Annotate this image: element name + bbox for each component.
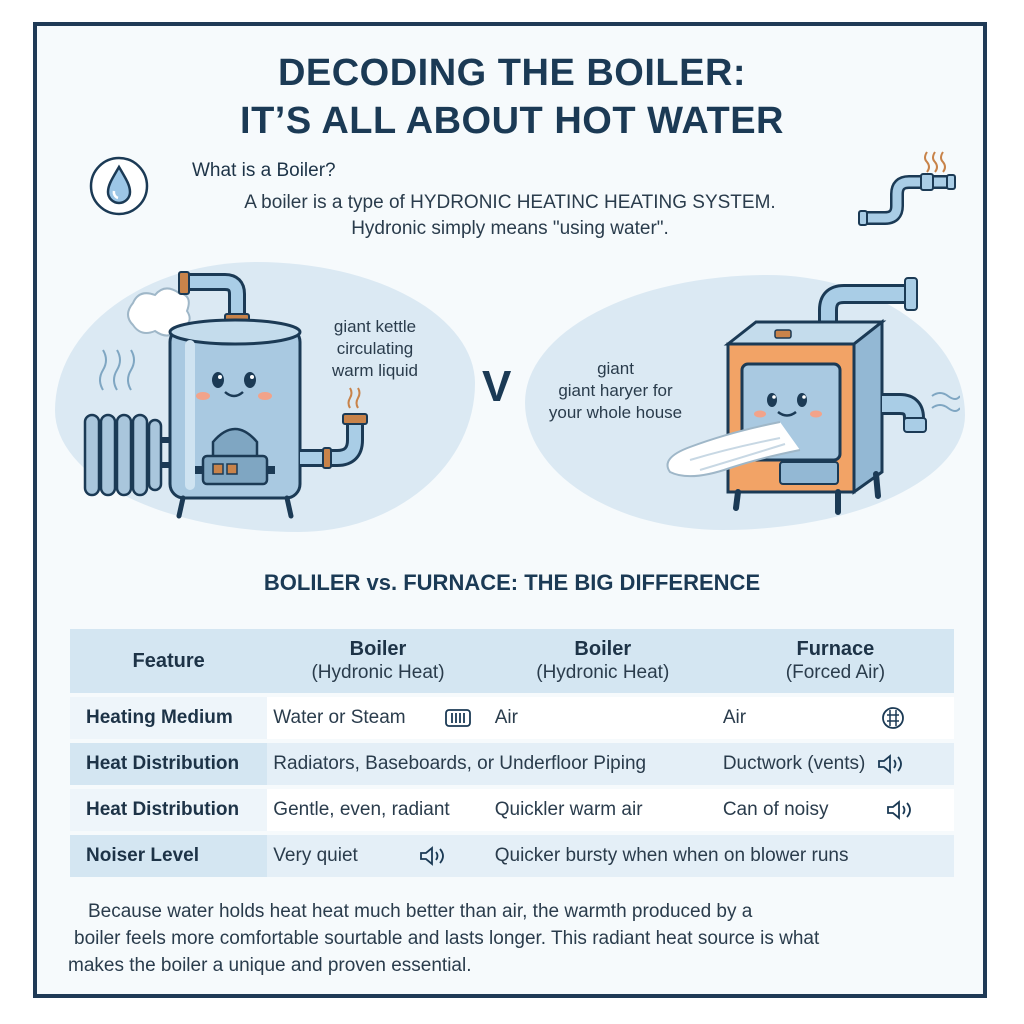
boiler-cell: Water or Steam bbox=[267, 697, 489, 739]
comparison-table: Feature Boiler (Hydronic Heat) Boiler (H… bbox=[70, 625, 954, 881]
boiler-caption-line-3: warm liquid bbox=[332, 361, 418, 380]
boiler-caption: giant kettle circulating warm liquid bbox=[310, 316, 440, 382]
speaker-icon bbox=[886, 800, 911, 820]
furnace-caption-line-2: giant haryer for bbox=[558, 381, 673, 400]
versus-label: V bbox=[482, 362, 512, 411]
vent-grid-icon bbox=[882, 707, 905, 729]
boiler-caption-line-1: giant kettle bbox=[333, 317, 417, 336]
furnace-illustration bbox=[666, 277, 960, 515]
intro-line-1: A boiler is a type of HYDRONIC HEATINC H… bbox=[244, 192, 776, 213]
table-header-row: Feature Boiler (Hydronic Heat) Boiler (H… bbox=[70, 629, 954, 693]
comparison-heading: BOLILER vs. FURNACE: THE BIG DIFFERENCE bbox=[263, 570, 761, 595]
row-feature: Heat Distribution bbox=[70, 743, 268, 785]
column-header-furnace: Furnace (Forced Air) bbox=[716, 629, 954, 693]
boiler-cell: Radiators, Baseboards, or Underfloor Pip… bbox=[267, 743, 717, 785]
furnace-caption-line-3: your whole house bbox=[548, 403, 683, 422]
summary-line-3: makes the boiler a unique and proven ess… bbox=[68, 955, 472, 976]
radiator-icon bbox=[445, 709, 471, 727]
furnace-cell: Can of noisy bbox=[716, 789, 954, 831]
column-header-feature: Feature bbox=[70, 629, 268, 693]
boiler-cell: Gentle, even, radiant bbox=[267, 789, 489, 831]
table-row: Heat Distribution Radiators, Baseboards,… bbox=[70, 743, 954, 785]
column-subtitle: (Hydronic Heat) bbox=[536, 662, 670, 683]
title-line-1: DECODING THE BOILER: bbox=[277, 52, 747, 94]
title-line-2: IT’S ALL ABOUT HOT WATER bbox=[240, 100, 784, 142]
hot-pipe-icon bbox=[858, 151, 956, 226]
furnace-cell: Air bbox=[716, 697, 954, 739]
water-drop-icon bbox=[89, 156, 149, 216]
summary-line-2: boiler feels more comfortable sourtable … bbox=[74, 928, 820, 949]
cell-text: Can of noisy bbox=[722, 799, 829, 820]
row-feature: Heat Distribution bbox=[70, 789, 268, 831]
column-title: Boiler bbox=[349, 638, 407, 660]
table-row: Heating Medium Water or Steam Air Air bbox=[70, 697, 954, 739]
column-subtitle: (Hydronic Heat) bbox=[311, 662, 445, 683]
boiler-2-cell: Air bbox=[488, 697, 717, 739]
boiler-cell: Very quiet bbox=[267, 835, 489, 877]
cell-text: Ductwork (vents) bbox=[722, 753, 866, 774]
table-row: Heat Distribution Gentle, even, radiant … bbox=[70, 789, 954, 831]
boiler-caption-line-2: circulating bbox=[336, 339, 414, 358]
what-is-boiler-heading: What is a Boiler? bbox=[192, 160, 336, 181]
speaker-icon bbox=[420, 846, 444, 866]
cell-text: Air bbox=[722, 707, 747, 729]
furnace-cell: Ductwork (vents) bbox=[716, 743, 954, 785]
boiler-2-cell: Quickler warm air bbox=[488, 789, 717, 831]
row-feature: Noiser Level bbox=[70, 835, 268, 877]
summary-paragraph: Because water holds heat heat much bette… bbox=[68, 898, 968, 979]
cell-text: Water or Steam bbox=[273, 707, 406, 728]
furnace-caption: giant giant haryer for your whole house bbox=[528, 358, 703, 424]
column-header-boiler-2: Boiler (Hydronic Heat) bbox=[488, 629, 717, 693]
column-subtitle: (Forced Air) bbox=[785, 662, 886, 683]
summary-line-1: Because water holds heat heat much bette… bbox=[88, 901, 753, 922]
boiler-illustration bbox=[83, 271, 368, 519]
row-feature: Heating Medium bbox=[70, 697, 268, 739]
column-title: Furnace bbox=[796, 638, 875, 660]
cell-text: Very quiet bbox=[273, 845, 358, 866]
intro-line-2: Hydronic simply means "using water". bbox=[351, 218, 669, 239]
furnace-caption-line-1: giant bbox=[597, 359, 634, 378]
speaker-icon bbox=[877, 754, 902, 774]
column-title: Feature bbox=[132, 650, 205, 672]
boiler-2-cell: Quicker bursty when when on blower runs bbox=[488, 835, 954, 877]
column-header-boiler: Boiler (Hydronic Heat) bbox=[267, 629, 489, 693]
column-title: Boiler bbox=[574, 638, 632, 660]
table-row: Noiser Level Very quiet Quicker bursty w… bbox=[70, 835, 954, 877]
